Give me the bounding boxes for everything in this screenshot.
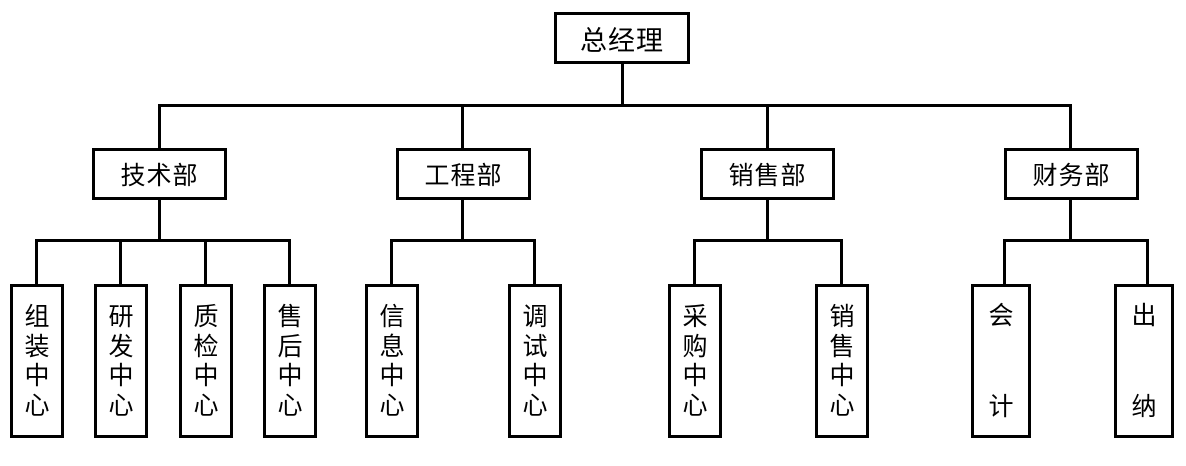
node-label-char: 心	[24, 390, 50, 420]
connector-drop-technology	[158, 104, 161, 150]
node-label-char: 心	[108, 390, 134, 420]
node-technology[interactable]: 技术部	[92, 148, 227, 200]
node-label-char: 出	[1131, 301, 1157, 330]
node-label-char: 试	[522, 331, 548, 361]
node-label-char: 心	[379, 390, 405, 420]
node-label-char: 研	[108, 302, 134, 331]
node-label-char: 中	[108, 361, 134, 390]
node-label-char: 心	[829, 390, 855, 420]
connector-finance-bus	[1003, 239, 1149, 242]
node-label-char: 信	[379, 302, 405, 331]
node-label: 工程部	[424, 161, 503, 190]
node-label-char: 心	[277, 390, 303, 420]
node-sales-center[interactable]: 销 售 中 心	[815, 284, 869, 438]
node-label-char: 中	[522, 361, 548, 390]
connector-root-stem	[621, 63, 624, 107]
node-label: 总经理	[580, 25, 664, 57]
node-label-char: 售	[277, 302, 303, 331]
node-label: 技术部	[120, 161, 199, 190]
connector-technology-child-1	[35, 239, 38, 285]
node-label-char: 纳	[1131, 391, 1157, 421]
connector-finance-child-2	[1146, 239, 1149, 285]
connector-sales-bus	[693, 239, 843, 242]
node-label: 销售部	[728, 161, 807, 190]
node-label-char: 中	[682, 361, 708, 390]
node-label-char: 购	[682, 331, 708, 361]
node-label-char: 中	[24, 361, 50, 390]
connector-finance-child-1	[1003, 239, 1006, 285]
node-assembly-center[interactable]: 组 装 中 心	[10, 284, 64, 438]
connector-technology-stem	[158, 199, 161, 241]
connector-engineering-child-2	[533, 239, 536, 285]
connector-technology-child-4	[288, 239, 291, 285]
node-label-char: 组	[24, 302, 50, 331]
node-label-char: 心	[682, 390, 708, 420]
node-quality-center[interactable]: 质 检 中 心	[179, 284, 233, 438]
node-cashier[interactable]: 出 纳	[1114, 284, 1174, 438]
connector-engineering-bus	[390, 239, 536, 242]
connector-technology-bus	[35, 239, 291, 242]
connector-technology-child-3	[204, 239, 207, 285]
connector-level1-bus	[158, 104, 1072, 107]
node-label-char: 采	[682, 302, 708, 331]
node-label-char: 中	[379, 361, 405, 390]
connector-sales-child-2	[840, 239, 843, 285]
node-label-char: 销	[829, 302, 855, 331]
node-label-char: 中	[829, 361, 855, 390]
node-label-char: 后	[277, 331, 303, 361]
node-label-char: 会	[988, 301, 1014, 330]
node-label-char: 售	[829, 331, 855, 361]
node-label-char: 质	[193, 302, 219, 331]
node-accountant[interactable]: 会 计	[971, 284, 1031, 438]
connector-drop-engineering	[461, 104, 464, 150]
node-label-char: 检	[193, 331, 219, 361]
connector-engineering-child-1	[390, 239, 393, 285]
node-label-char: 调	[522, 302, 548, 331]
node-label-char: 心	[193, 390, 219, 420]
node-engineering[interactable]: 工程部	[396, 148, 531, 200]
connector-finance-stem	[1069, 199, 1072, 241]
connector-drop-finance	[1069, 104, 1072, 150]
node-finance[interactable]: 财务部	[1004, 148, 1139, 200]
node-rnd-center[interactable]: 研 发 中 心	[94, 284, 148, 438]
node-label-char: 装	[24, 331, 50, 361]
connector-engineering-stem	[461, 199, 464, 241]
node-label-char: 中	[193, 361, 219, 390]
node-label-char: 心	[522, 390, 548, 420]
node-label: 财务部	[1032, 161, 1111, 190]
node-general-manager[interactable]: 总经理	[554, 12, 690, 64]
connector-sales-child-1	[693, 239, 696, 285]
connector-technology-child-2	[119, 239, 122, 285]
node-commissioning-center[interactable]: 调 试 中 心	[508, 284, 562, 438]
node-information-center[interactable]: 信 息 中 心	[365, 284, 419, 438]
node-purchasing-center[interactable]: 采 购 中 心	[668, 284, 722, 438]
node-label-char: 中	[277, 361, 303, 390]
node-label-char: 发	[108, 331, 134, 361]
node-sales[interactable]: 销售部	[700, 148, 835, 200]
connector-drop-sales	[766, 104, 769, 150]
node-label-char: 息	[379, 331, 405, 361]
connector-sales-stem	[766, 199, 769, 241]
node-label-char: 计	[988, 391, 1014, 421]
node-aftersales-center[interactable]: 售 后 中 心	[263, 284, 317, 438]
